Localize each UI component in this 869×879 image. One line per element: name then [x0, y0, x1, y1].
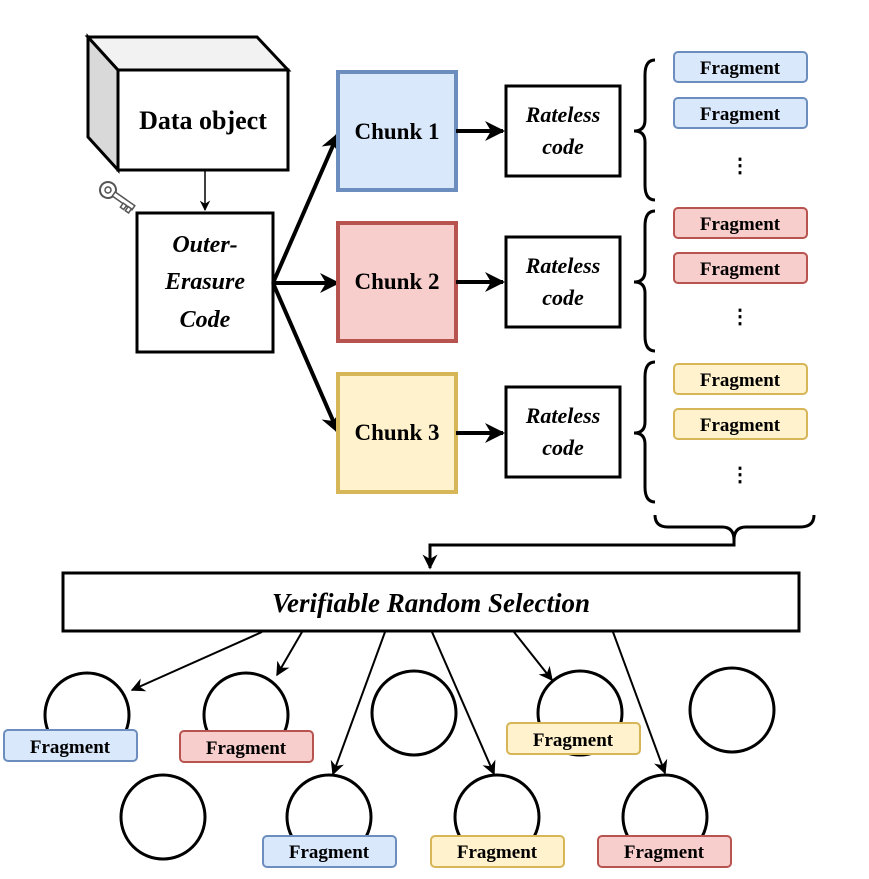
fragment-chunk3-a: Fragment — [673, 363, 808, 395]
node-fragment-4: Fragment — [506, 722, 641, 755]
rateless-code-box-1: Rateless code — [504, 84, 622, 178]
fragment-label: Fragment — [700, 104, 781, 125]
chunk-1-box: Chunk 1 — [336, 70, 458, 192]
brace-group-2 — [633, 209, 656, 353]
arrow-select-node-8 — [431, 631, 496, 776]
fragment-chunk2-b: Fragment — [673, 252, 808, 284]
fragment-label: Fragment — [624, 842, 705, 863]
rateless-1-line1: Rateless — [525, 102, 601, 127]
fragment-label: Fragment — [700, 214, 781, 235]
fragment-label: Fragment — [700, 415, 781, 436]
arrow-select-node-2 — [276, 631, 303, 677]
node-circle-3 — [370, 669, 458, 757]
outer-code-line2: Erasure — [164, 269, 245, 295]
data-object-label: Data object — [139, 106, 267, 135]
rateless-code-box-2: Rateless code — [504, 235, 622, 329]
outer-erasure-code-box: Outer- Erasure Code — [135, 211, 275, 354]
node-fragment-7: Fragment — [262, 835, 397, 868]
fragment-chunk2-a: Fragment — [673, 207, 808, 239]
arrow-outer-to-chunk1 — [271, 132, 340, 284]
fragment-label: Fragment — [700, 370, 781, 391]
node-fragment-8: Fragment — [430, 835, 565, 868]
node-fragment-9: Fragment — [597, 835, 732, 868]
node-fragment-1: Fragment — [3, 729, 138, 762]
verifiable-random-selection-box: Verifiable Random Selection — [61, 571, 801, 633]
fragment-label: Fragment — [206, 738, 287, 759]
fragment-label: Fragment — [30, 737, 111, 758]
key-icon — [99, 181, 136, 214]
rateless-2-line1: Rateless — [525, 253, 601, 278]
fragment-label: Fragment — [457, 842, 538, 863]
fragment-label: Fragment — [533, 730, 614, 751]
outer-code-line1: Outer- — [172, 232, 237, 258]
brace-horizontal — [653, 514, 816, 541]
arrow-select-node-9 — [612, 631, 668, 775]
rateless-3-line1: Rateless — [525, 403, 601, 428]
ellipsis-1: ⋮ — [730, 155, 750, 177]
fragment-chunk3-b: Fragment — [673, 408, 808, 440]
brace-group-1 — [633, 58, 656, 202]
arrow-select-node-7 — [330, 631, 386, 776]
fragment-label: Fragment — [289, 842, 370, 863]
brace-group-3 — [633, 360, 656, 504]
arrow-select-node-1 — [130, 631, 263, 692]
chunk-3-box: Chunk 3 — [336, 372, 458, 494]
arrow-brace-to-selection — [422, 540, 736, 570]
node-fragment-2: Fragment — [179, 730, 314, 763]
chunk-3-label: Chunk 3 — [354, 420, 439, 445]
rateless-1-line2: code — [542, 134, 584, 159]
chunk-2-box: Chunk 2 — [336, 221, 458, 343]
arrow-outer-to-chunk3 — [271, 282, 340, 434]
fragment-label: Fragment — [700, 58, 781, 79]
rateless-code-box-3: Rateless code — [504, 385, 622, 479]
node-circle-5 — [688, 666, 776, 754]
ellipsis-3: ⋮ — [730, 464, 750, 486]
fragment-label: Fragment — [700, 259, 781, 280]
data-object-box: Data object — [84, 33, 292, 174]
rateless-2-line2: code — [542, 285, 584, 310]
outer-code-line3: Code — [180, 307, 231, 333]
chunk-1-label: Chunk 1 — [354, 119, 439, 144]
fragment-chunk1-b: Fragment — [673, 97, 808, 129]
node-circle-6 — [119, 773, 207, 861]
fragment-chunk1-a: Fragment — [673, 51, 808, 83]
arrow-select-node-4 — [513, 631, 553, 682]
ellipsis-2: ⋮ — [730, 306, 750, 328]
rateless-3-line2: code — [542, 435, 584, 460]
chunk-2-label: Chunk 2 — [354, 269, 439, 294]
selection-label: Verifiable Random Selection — [272, 588, 590, 618]
